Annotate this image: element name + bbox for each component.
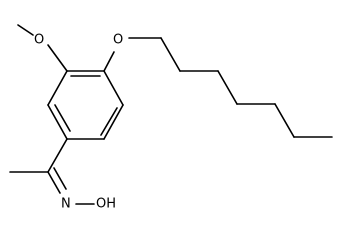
molecule-drawing: O O N OH	[9, 24, 333, 212]
ring-bond-3	[103, 104, 124, 140]
chain-bond-1	[160, 37, 181, 72]
atom-o-methoxy: O	[34, 33, 44, 48]
bond-ring-oxime-carbon	[47, 138, 68, 173]
atom-n-oxime: N	[61, 197, 71, 212]
chain-bond-5	[274, 103, 295, 138]
bond-methyl-o-methoxy	[17, 24, 34, 36]
ring-bond-2	[103, 70, 124, 106]
ring-double-bond-left	[54, 104, 71, 132]
atom-oh-oxime: OH	[96, 197, 116, 212]
chain-bond-3	[217, 70, 238, 105]
bond-ring-o-heptyloxy	[103, 51, 115, 72]
ring-bond-6	[47, 70, 68, 106]
atom-o-heptyloxy: O	[113, 33, 123, 48]
ring-bond-5	[47, 104, 68, 140]
bond-c-n-double-inner	[53, 167, 67, 190]
bond-c-n-double-outer	[47, 171, 61, 194]
bond-o-methoxy-ring	[47, 44, 68, 72]
structure-diagram: O O N OH	[9, 24, 333, 212]
ring-double-bond-right	[100, 107, 118, 136]
